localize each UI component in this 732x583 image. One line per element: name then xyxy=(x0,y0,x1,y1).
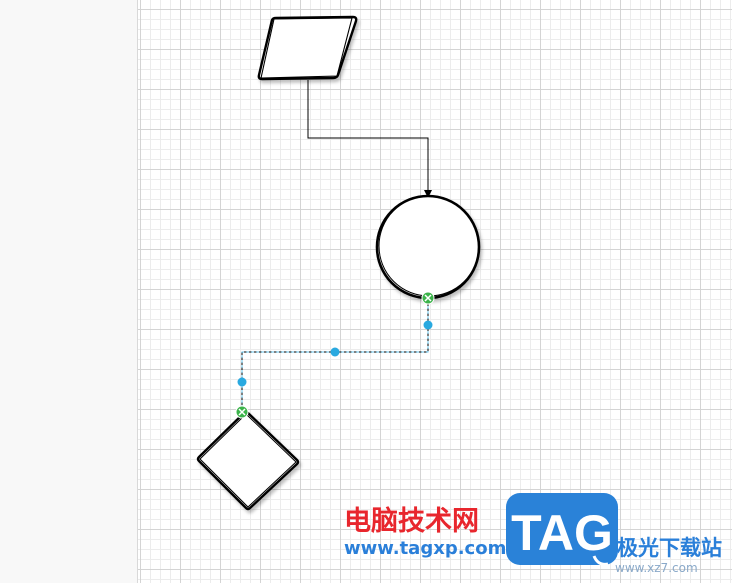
tag-logo: TAG xyxy=(506,493,618,566)
connector-handle[interactable] xyxy=(423,320,433,330)
diamond-shape[interactable] xyxy=(196,410,300,511)
connector-handle[interactable] xyxy=(330,347,340,357)
connection-point-icon[interactable] xyxy=(235,405,249,419)
connection-point-icon[interactable] xyxy=(421,291,435,305)
shapes-sidebar xyxy=(0,0,138,583)
tag-logo-text: TAG xyxy=(511,505,613,561)
circle-shape[interactable] xyxy=(375,194,481,300)
watermark-site-url-right: www.xz7.com xyxy=(615,561,698,575)
connector-arrow[interactable] xyxy=(307,80,432,198)
watermark-site-url: www.tagxp.com xyxy=(344,538,507,559)
swoosh-icon xyxy=(592,555,609,566)
watermark-site-name-right: 极光下载站 xyxy=(617,536,722,560)
watermark-site-name: 电脑技术网 xyxy=(344,506,479,537)
connector-handle[interactable] xyxy=(237,377,247,387)
parallelogram-shape[interactable] xyxy=(257,15,358,81)
